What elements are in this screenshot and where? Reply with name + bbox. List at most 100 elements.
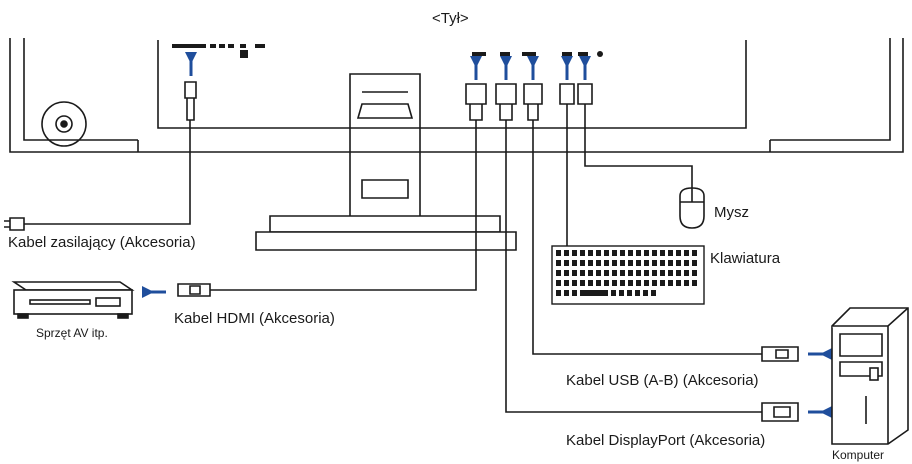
hdmi-cable <box>177 83 487 297</box>
usb-cable-label: Kabel USB (A-B) (Akcesoria) <box>566 372 759 389</box>
power-cable <box>4 81 197 231</box>
control-knob <box>41 101 87 147</box>
keyboard-key <box>627 290 632 296</box>
keyboard-key <box>620 280 625 286</box>
usb-ab-cable <box>523 83 799 362</box>
keyboard-key <box>572 280 577 286</box>
keyboard-key <box>596 260 601 266</box>
keyboard-key <box>596 270 601 276</box>
keyboard-key <box>692 280 697 286</box>
keyboard-key <box>564 290 569 296</box>
keyboard-key <box>564 270 569 276</box>
keyboard-key <box>660 250 665 256</box>
keyboard-key <box>684 270 689 276</box>
keyboard-key <box>668 260 673 266</box>
keyboard-key <box>684 250 689 256</box>
keyboard-key <box>556 260 561 266</box>
power-cable-label: Kabel zasilający (Akcesoria) <box>8 234 196 251</box>
keyboard-key <box>636 260 641 266</box>
keyboard-key <box>588 250 593 256</box>
keyboard-key <box>692 250 697 256</box>
keyboard-key <box>644 250 649 256</box>
keyboard-key <box>684 280 689 286</box>
keyboard-key <box>652 250 657 256</box>
keyboard-key <box>596 280 601 286</box>
keyboard-key <box>572 290 577 296</box>
keyboard-key <box>612 280 617 286</box>
keyboard-key <box>660 280 665 286</box>
keyboard-key <box>692 270 697 276</box>
top-port-strip <box>172 44 265 58</box>
keyboard-key <box>628 280 633 286</box>
keyboard-key <box>612 270 617 276</box>
keyboard-key <box>572 260 577 266</box>
keyboard-key <box>652 270 657 276</box>
computer-icon <box>831 307 909 445</box>
keyboard-key <box>636 280 641 286</box>
peripheral-cables <box>559 83 693 246</box>
keyboard-key <box>580 290 608 296</box>
keyboard-key <box>635 290 640 296</box>
keyboard-key <box>611 290 616 296</box>
keyboard-key <box>572 270 577 276</box>
keyboard-key <box>643 290 648 296</box>
mouse-label: Mysz <box>714 204 749 221</box>
keyboard-key <box>676 260 681 266</box>
keyboard-key <box>604 250 609 256</box>
port-labels <box>472 51 603 57</box>
keyboard-key <box>684 260 689 266</box>
keyboard-key <box>660 260 665 266</box>
keyboard-key <box>668 250 673 256</box>
keyboard-key <box>564 250 569 256</box>
monitor-stand <box>255 73 517 251</box>
keyboard-key <box>676 270 681 276</box>
displayport-cable-label: Kabel DisplayPort (Akcesoria) <box>566 432 766 449</box>
keyboard-key <box>556 270 561 276</box>
keyboard-key <box>604 270 609 276</box>
keyboard-key <box>604 260 609 266</box>
keyboard-key <box>620 270 625 276</box>
computer-label: Komputer <box>832 448 885 462</box>
av-equipment-icon <box>11 281 135 319</box>
displayport-cable <box>495 83 799 422</box>
keyboard-key <box>644 270 649 276</box>
keyboard-key <box>556 250 561 256</box>
keyboard-key <box>651 290 656 296</box>
diagram-title: <Tył> <box>432 10 469 27</box>
keyboard-key <box>556 290 561 296</box>
keyboard-key <box>668 280 673 286</box>
keyboard-key <box>652 280 657 286</box>
keyboard-key <box>604 280 609 286</box>
keyboard-key <box>668 270 673 276</box>
keyboard-label: Klawiatura <box>710 250 781 267</box>
keyboard-key <box>636 270 641 276</box>
keyboard-key <box>628 270 633 276</box>
keyboard-key <box>636 250 641 256</box>
keyboard-key <box>612 260 617 266</box>
keyboard-key <box>652 260 657 266</box>
keyboard-key <box>628 250 633 256</box>
keyboard-key <box>620 260 625 266</box>
keyboard-key <box>556 280 561 286</box>
keyboard-key <box>596 250 601 256</box>
keyboard-key <box>580 270 585 276</box>
keyboard-key <box>628 260 633 266</box>
keyboard-key <box>660 270 665 276</box>
keyboard-icon <box>551 245 705 305</box>
av-equipment-label: Sprzęt AV itp. <box>36 326 108 340</box>
keyboard-key <box>572 250 577 256</box>
keyboard-key <box>676 280 681 286</box>
keyboard-key <box>588 270 593 276</box>
keyboard-key <box>612 250 617 256</box>
keyboard-key <box>564 260 569 266</box>
mouse-icon <box>679 187 705 229</box>
keyboard-key <box>619 290 624 296</box>
keyboard-key <box>588 280 593 286</box>
keyboard-key <box>692 260 697 266</box>
keyboard-key <box>564 280 569 286</box>
keyboard-key <box>676 250 681 256</box>
keyboard-key <box>588 260 593 266</box>
keyboard-key <box>580 260 585 266</box>
